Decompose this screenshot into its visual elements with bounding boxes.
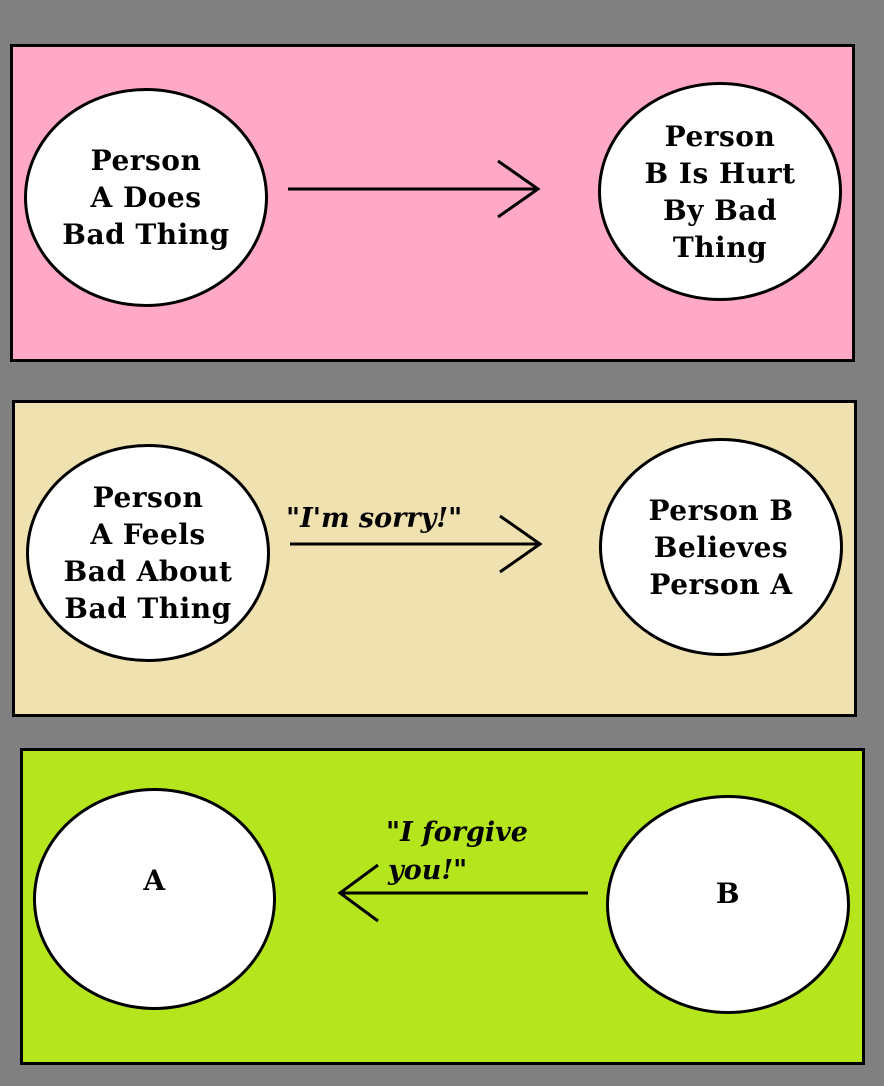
circle-person-b-is-hurt: Person B Is Hurt By Bad Thing — [598, 82, 842, 301]
quote-line: "I forgive — [386, 817, 528, 848]
text-line: B — [715, 877, 741, 910]
text-line: B Is Hurt — [644, 156, 796, 190]
circle-label: B — [609, 798, 847, 1011]
text-line: Person — [90, 144, 202, 177]
text-line: Person A — [649, 567, 793, 601]
text-line: Believes — [653, 530, 789, 564]
circle-label: Person A Feels Bad About Bad Thing — [29, 447, 267, 659]
text-line: A Feels — [90, 518, 206, 551]
quote-line: you!" — [388, 855, 468, 886]
text-line: A Does — [90, 181, 202, 214]
text-line: Thing — [672, 230, 768, 264]
text-line: Bad About — [63, 555, 233, 588]
circle-person-a-feels-bad: Person A Feels Bad About Bad Thing — [26, 444, 270, 662]
text-line: Person — [664, 119, 776, 153]
text-line: Bad Thing — [62, 218, 230, 251]
text-line: Person — [92, 481, 204, 514]
text-line: A — [143, 863, 166, 897]
text-line: By Bad — [662, 193, 778, 227]
circle-label: Person B Is Hurt By Bad Thing — [601, 85, 839, 298]
circle-person-b-believes: Person B Believes Person A — [599, 438, 843, 656]
text-line: Person B — [648, 493, 794, 527]
quote-im-sorry: "I'm sorry!" — [286, 503, 463, 534]
text-line: Bad Thing — [64, 592, 232, 625]
circle-label: Person B Believes Person A — [602, 441, 840, 653]
quote-i-forgive-you: "I forgive you!" — [386, 814, 528, 890]
circle-label: A — [36, 791, 273, 1007]
circle-person-a: A — [33, 788, 276, 1010]
circle-person-b: B — [606, 795, 850, 1014]
arrow-right-icon — [290, 514, 543, 574]
arrow-right-icon — [288, 159, 541, 219]
arrow-left-icon — [337, 863, 588, 923]
circle-person-a-does-bad-thing: Person A Does Bad Thing — [24, 88, 268, 307]
circle-label: Person A Does Bad Thing — [27, 91, 265, 304]
